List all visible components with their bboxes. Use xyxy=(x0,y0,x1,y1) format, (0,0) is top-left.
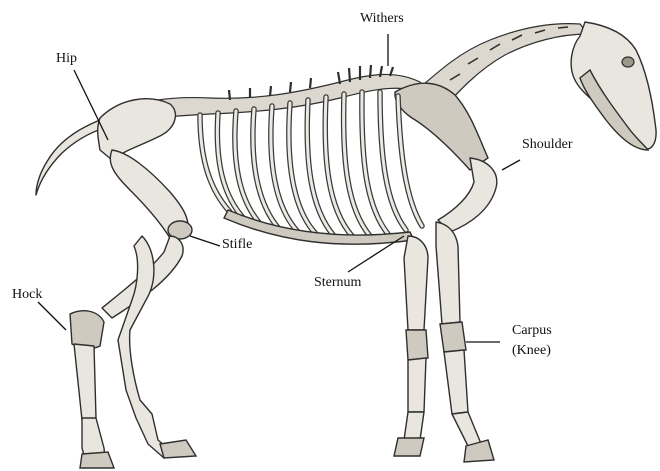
hock-leader xyxy=(38,302,66,330)
eye-socket xyxy=(622,57,634,67)
foreleg-hoof-far xyxy=(394,438,424,456)
shoulder-label: Shoulder xyxy=(522,136,573,153)
stifle-leader xyxy=(190,236,220,246)
hind-hoof-near xyxy=(80,452,114,468)
foreleg-carpus-far xyxy=(406,330,428,360)
foreleg-radius-far xyxy=(404,236,428,330)
hind-hoof-far xyxy=(160,440,196,458)
foreleg-pastern-far xyxy=(404,412,424,440)
hip-label: Hip xyxy=(56,50,77,67)
sternum-label: Sternum xyxy=(314,274,361,291)
hock-label: Hock xyxy=(12,286,42,303)
tail xyxy=(36,120,104,195)
stifle-label: Stifle xyxy=(222,236,252,253)
foreleg-cannon-far xyxy=(408,358,426,412)
shoulder-leader xyxy=(502,160,520,170)
foreleg-cannon-near xyxy=(444,350,468,414)
carpus-label: Carpus xyxy=(512,322,552,339)
scapula xyxy=(395,83,488,170)
hind-hock xyxy=(70,311,104,349)
withers-label: Withers xyxy=(360,10,404,27)
hind-cannon-near xyxy=(74,344,96,420)
humerus xyxy=(438,158,497,232)
knee-label: (Knee) xyxy=(512,342,551,359)
pelvis xyxy=(98,99,176,160)
foreleg-radius-near xyxy=(436,222,460,324)
foreleg-carpus-near xyxy=(440,322,466,352)
